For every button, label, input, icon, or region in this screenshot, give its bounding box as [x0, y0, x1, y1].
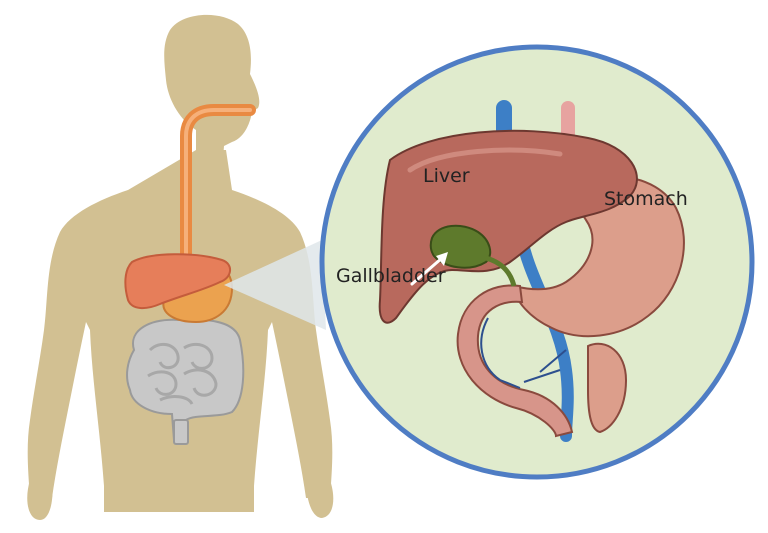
- gallbladder-arrow: [410, 252, 448, 286]
- label-stomach: Stomach: [604, 188, 688, 210]
- inset-stomach: [512, 175, 685, 338]
- body-organs: [124, 104, 256, 445]
- inset-magnified-view: [319, 44, 755, 480]
- label-gallbladder: Gallbladder: [336, 265, 446, 287]
- magnification-cone: [224, 240, 326, 330]
- inset-liver: [378, 129, 638, 324]
- inset-duodenum: [456, 284, 574, 438]
- label-liver: Liver: [423, 165, 470, 187]
